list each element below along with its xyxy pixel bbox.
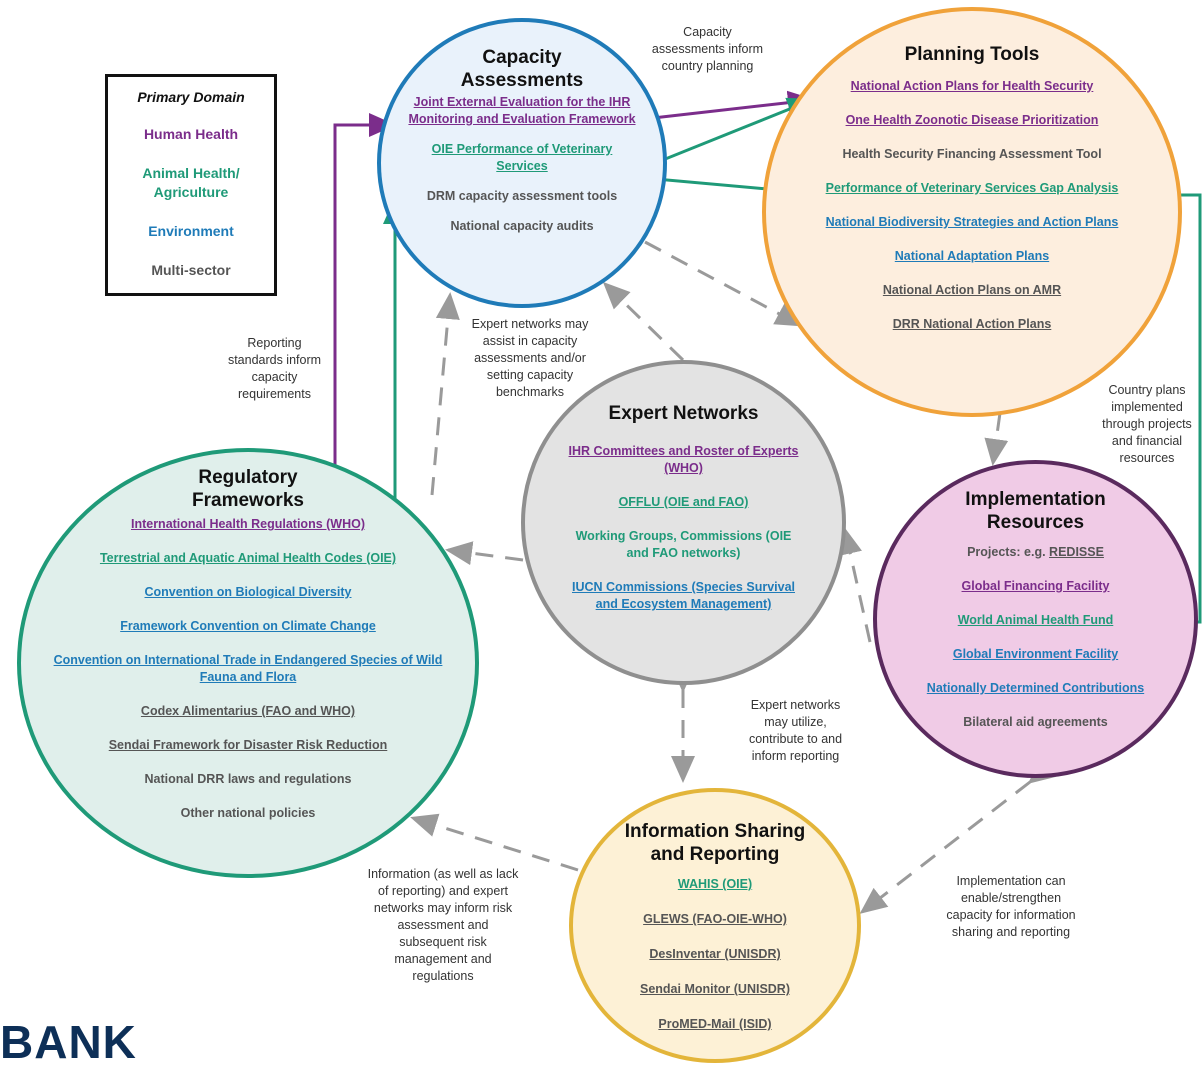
- world-bank-logo-text: BANK: [0, 1016, 137, 1068]
- planning-item-link[interactable]: National Action Plans on AMR: [882, 283, 1062, 297]
- legend-animal-health: Animal Health/ Agriculture: [142, 165, 240, 200]
- implementation-projects: Projects: e.g. REDISSE: [967, 545, 1104, 559]
- info-item-link[interactable]: WAHIS (OIE): [677, 877, 753, 891]
- capacity-item-link[interactable]: Joint External Evaluation for the IHR Mo…: [408, 95, 636, 126]
- expert-item-link[interactable]: IUCN Commissions (Species Survival and E…: [572, 580, 795, 611]
- regulatory-item-link[interactable]: Codex Alimentarius (FAO and WHO): [140, 704, 356, 718]
- legend-box: Primary Domain Human Health Animal Healt…: [105, 74, 277, 296]
- info-item-link[interactable]: DesInventar (UNISDR): [649, 947, 781, 961]
- redisse-link[interactable]: REDISSE: [1049, 545, 1104, 559]
- info-item-link[interactable]: ProMED-Mail (ISID): [658, 1017, 772, 1031]
- info-item-link[interactable]: GLEWS (FAO-OIE-WHO): [643, 912, 787, 926]
- implementation-resources-circle: Implementation Resources Projects: e.g. …: [873, 460, 1198, 778]
- planning-item-link[interactable]: One Health Zoonotic Disease Prioritizati…: [845, 113, 1099, 127]
- arrow-info-to-regulatory: [410, 813, 579, 872]
- expert-networks-title: Expert Networks: [608, 403, 759, 424]
- arrow-ihr-to-jee: [333, 113, 396, 510]
- planning-item-link[interactable]: DRR National Action Plans: [892, 317, 1052, 331]
- capacity-item-text: National capacity audits: [450, 219, 594, 233]
- implementation-item-text: Bilateral aid agreements: [963, 715, 1108, 729]
- regulatory-item-text: National DRR laws and regulations: [144, 772, 352, 786]
- regulatory-item-link[interactable]: Framework Convention on Climate Change: [120, 619, 376, 633]
- arrow-expert-to-capacity: [602, 281, 685, 362]
- note-expert-reporting: Expert networks may utilize, contribute …: [748, 698, 843, 763]
- arrow-regulatory-to-capacity: [430, 292, 460, 496]
- expert-item-link[interactable]: OFFLU (OIE and FAO): [618, 495, 749, 509]
- information-sharing-circle: Information Sharing and Reporting WAHIS …: [569, 788, 861, 1063]
- regulatory-frameworks-circle: Regulatory Frameworks International Heal…: [17, 448, 479, 878]
- capacity-item-link[interactable]: OIE Performance of Veterinary Services: [431, 142, 613, 173]
- regulatory-item-link[interactable]: Convention on Biological Diversity: [144, 585, 352, 599]
- regulatory-frameworks-title: Regulatory Frameworks: [192, 467, 304, 511]
- expert-networks-circle: Expert Networks IHR Committees and Roste…: [521, 360, 846, 685]
- legend-multi-sector: Multi-sector: [151, 262, 231, 278]
- regulatory-item-link[interactable]: International Health Regulations (WHO): [130, 517, 366, 531]
- legend-environment: Environment: [148, 223, 234, 239]
- implementation-resources-title: Implementation Resources: [965, 489, 1106, 533]
- note-information-regulation: Information (as well as lack of reportin…: [367, 867, 519, 983]
- planning-tools-title: Planning Tools: [904, 44, 1040, 65]
- information-sharing-title: Information Sharing and Reporting: [624, 821, 806, 865]
- arrow-implementation-to-info: [859, 757, 1057, 914]
- note-implementation-info: Implementation can enable/strengthen cap…: [946, 874, 1076, 939]
- planning-item-link[interactable]: National Adaptation Plans: [894, 249, 1050, 263]
- planning-item-text: Health Security Financing Assessment Too…: [842, 147, 1102, 161]
- implementation-item-link[interactable]: Nationally Determined Contributions: [926, 681, 1145, 695]
- expert-item-text: Working Groups, Commissions (OIE and FAO…: [575, 529, 792, 560]
- info-item-link[interactable]: Sendai Monitor (UNISDR): [640, 982, 790, 996]
- expert-item-link[interactable]: IHR Committees and Roster of Experts (WH…: [568, 444, 799, 475]
- regulatory-item-link[interactable]: Convention on International Trade in End…: [53, 653, 443, 684]
- capacity-item-text: DRM capacity assessment tools: [426, 189, 618, 203]
- implementation-item-link[interactable]: Global Environment Facility: [952, 647, 1119, 661]
- implementation-item-link[interactable]: Global Financing Facility: [961, 579, 1110, 593]
- planning-item-link[interactable]: Performance of Veterinary Services Gap A…: [825, 181, 1119, 195]
- legend-title: Primary Domain: [137, 89, 245, 105]
- arrow-expert-to-regulatory: [445, 541, 524, 566]
- regulatory-item-link[interactable]: Sendai Framework for Disaster Risk Reduc…: [108, 738, 388, 752]
- note-country-plans: Country plans implemented through projec…: [1102, 383, 1192, 465]
- planning-item-link[interactable]: National Action Plans for Health Securit…: [850, 79, 1094, 93]
- planning-item-link[interactable]: National Biodiversity Strategies and Act…: [825, 215, 1119, 229]
- planning-tools-circle: Planning Tools National Action Plans for…: [762, 7, 1182, 417]
- legend-human-health: Human Health: [143, 126, 239, 142]
- arrow-info-to-implementation: [838, 527, 872, 643]
- note-capacity-planning: Capacity assessments inform country plan…: [651, 25, 764, 73]
- regulatory-item-text: Other national policies: [180, 806, 316, 820]
- note-expert-capacity: Expert networks may assist in capacity a…: [471, 317, 589, 399]
- implementation-item-link[interactable]: World Animal Health Fund: [957, 613, 1114, 627]
- note-reporting-standards: Reporting standards inform capacity requ…: [227, 336, 322, 401]
- capacity-assessments-title: Capacity Assessments: [460, 47, 584, 91]
- arrow-planning-to-implementation: [984, 412, 1009, 466]
- capacity-assessments-circle: Capacity Assessments Joint External Eval…: [377, 18, 667, 308]
- regulatory-item-link[interactable]: Terrestrial and Aquatic Animal Health Co…: [99, 551, 397, 565]
